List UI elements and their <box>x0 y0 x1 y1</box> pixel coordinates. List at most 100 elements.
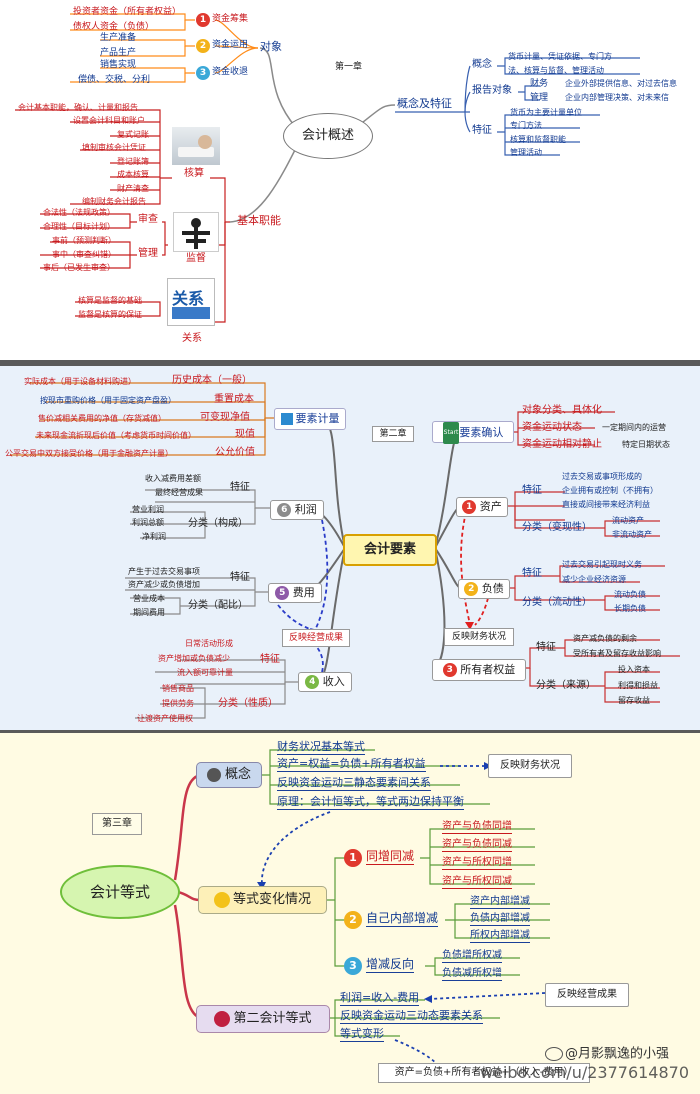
node-second-equation[interactable]: 第二会计等式 <box>196 1005 330 1033</box>
node-classification[interactable]: 分类（构成） <box>188 518 248 529</box>
leaf: 反映资金运动三动态要素关系 <box>340 1009 483 1024</box>
node-classification[interactable]: 分类（变现性） <box>522 522 592 533</box>
leaf: 过去交易引起现时义务 <box>562 560 642 569</box>
number-badge-3: 3 <box>196 66 210 80</box>
number-badge-2: 2 <box>196 39 210 53</box>
root-node[interactable]: 会计概述 <box>283 113 373 159</box>
node-fund-return[interactable]: 资金收退 <box>212 67 249 77</box>
leaf: 投入资本 <box>618 665 650 674</box>
divider <box>0 360 700 366</box>
number-badge-4: 4 <box>305 675 320 689</box>
leaf: 核算是监督的基础 <box>78 296 142 305</box>
node-expense[interactable]: 5 费用 <box>268 583 322 603</box>
leaf: 会计基本职能，确认、计量和报告 <box>18 103 138 112</box>
reflects-operating-results[interactable]: 反映经营成果 <box>545 983 629 1007</box>
node-accounting[interactable]: 核算 <box>184 168 204 179</box>
root-node[interactable]: 会计等式 <box>60 865 180 919</box>
node-supervision[interactable]: 监督 <box>186 253 206 264</box>
leaf: 管理活动 <box>510 148 542 157</box>
node-manage[interactable]: 管理 <box>138 248 158 259</box>
leaf: 专门方法 <box>510 121 542 130</box>
face-icon <box>206 767 221 782</box>
leaf: 实际成本（用于设备材料购进） <box>24 377 136 386</box>
node-finance[interactable]: 财务 <box>530 79 549 89</box>
leaf: 销售商品 <box>162 684 194 693</box>
leaf: 流动资产 <box>612 516 644 525</box>
leaf: 产生于过去交易事项 <box>128 567 200 576</box>
number-badge-5: 5 <box>275 586 290 600</box>
number-badge-2: 2 <box>344 911 362 929</box>
leaf: 资产与所权同减 <box>442 876 512 889</box>
node-classification[interactable]: 分类（来源） <box>536 680 596 691</box>
node-revenue[interactable]: 4 收入 <box>298 672 352 692</box>
leaf: 公平交易中双方接受价格（用于金融资产计量） <box>5 449 173 458</box>
node-feature[interactable]: 特征 <box>230 482 250 493</box>
node-basic-function[interactable]: 基本职能 <box>237 214 281 227</box>
node-same-direction[interactable]: 同增同减 <box>366 849 415 865</box>
leaf: 最终经营成果 <box>155 488 203 497</box>
divider <box>0 730 700 733</box>
leaf: 营业利润 <box>132 505 164 514</box>
node-owners-equity[interactable]: 3 所有者权益 <box>432 659 526 681</box>
leaf: 企业内部管理决策、对未来信 <box>565 93 669 102</box>
leaf: 一定期间内的运营 <box>602 423 666 432</box>
equation-variant[interactable]: 资产=负债+所有者权益+（收入-费用） <box>378 1063 590 1083</box>
node-recognition[interactable]: Start要素确认 <box>432 421 514 444</box>
node-fund-use[interactable]: 资金运用 <box>212 40 249 50</box>
node-equation-change[interactable]: 等式变化情况 <box>198 886 327 914</box>
leaf: 负债减所权增 <box>442 968 502 981</box>
node-review[interactable]: 审查 <box>138 214 158 225</box>
leaf: 产品生产 <box>100 48 137 58</box>
leaf: 长期负债 <box>614 604 646 613</box>
reflects-operating-results[interactable]: 反映经营成果 <box>282 629 350 647</box>
node-fund-raising[interactable]: 资金筹集 <box>212 14 249 24</box>
leaf: 对象分类、具体化 <box>522 405 602 416</box>
node-classification[interactable]: 分类（性质） <box>218 698 278 709</box>
leaf: 资产与负债同增 <box>442 821 512 834</box>
node-internal-change[interactable]: 自己内部增减 <box>366 911 439 927</box>
node-measurement[interactable]: 要素计量 <box>274 408 346 430</box>
leaf: 净利润 <box>142 532 166 541</box>
leaf: 流动负债 <box>614 590 646 599</box>
node-asset[interactable]: 1 资产 <box>456 497 508 517</box>
node-report-target[interactable]: 报告对象 <box>472 85 512 96</box>
leaf: 特定日期状态 <box>622 440 670 449</box>
leaf: 资产增加或负债减少 <box>158 654 230 663</box>
leaf: 日常活动形成 <box>185 639 233 648</box>
root-node[interactable]: 会计要素 <box>343 534 437 566</box>
node-feature[interactable]: 特征 <box>260 654 280 665</box>
leaf: 现值 <box>235 429 255 440</box>
node-classification[interactable]: 分类（流动性） <box>522 597 592 608</box>
node-concept[interactable]: 概念 <box>196 762 262 788</box>
leaf: 收入减费用差额 <box>145 474 201 483</box>
node-feature[interactable]: 特征 <box>472 125 492 136</box>
node-opposite-change[interactable]: 增减反向 <box>366 957 415 973</box>
leaf: 企业拥有或控制（不拥有） <box>562 486 658 495</box>
node-feature[interactable]: 特征 <box>522 568 542 579</box>
leaf: 填制审核会计凭证 <box>82 143 146 152</box>
leaf: 财产清查 <box>117 184 149 193</box>
node-feature[interactable]: 特征 <box>230 572 250 583</box>
leaf: 非流动资产 <box>612 530 652 539</box>
watermark-url: weibo.com/u/2377614870 <box>480 1063 690 1082</box>
node-liability[interactable]: 2 负债 <box>458 579 510 599</box>
leaf: 资金运动相对静止 <box>522 439 602 450</box>
node-feature[interactable]: 特征 <box>536 642 556 653</box>
node-feature[interactable]: 特征 <box>522 485 542 496</box>
leaf: 事中（审查纠错） <box>52 250 116 259</box>
node-concept[interactable]: 概念 <box>472 59 492 70</box>
leaf: 资产减负债的剩余 <box>573 634 637 643</box>
leaf: 监督是核算的保证 <box>78 310 142 319</box>
node-relation[interactable]: 关系 <box>182 333 202 344</box>
node-concept-feature[interactable]: 概念及特征 <box>397 97 452 110</box>
leaf: 投资者资金（所有者权益） <box>73 7 182 17</box>
reflects-financial-position[interactable]: 反映财务状况 <box>488 754 572 778</box>
node-object[interactable]: 对象 <box>260 40 282 53</box>
leaf: 资产=权益=负债+所有者权益 <box>277 757 426 772</box>
leaf: 负债增所权减 <box>442 950 502 963</box>
node-profit[interactable]: 6 利润 <box>270 500 324 520</box>
node-classification[interactable]: 分类（配比） <box>188 600 248 611</box>
reflects-financial-position[interactable]: 反映财务状况 <box>444 628 514 646</box>
node-management[interactable]: 管理 <box>530 93 549 103</box>
worried-face-icon <box>214 1010 231 1027</box>
